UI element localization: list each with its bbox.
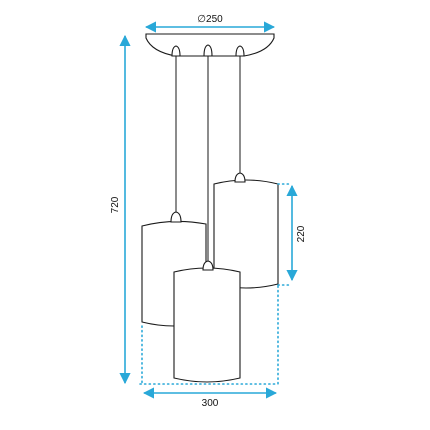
shade-center bbox=[173, 260, 241, 383]
ceiling-canopy bbox=[145, 33, 275, 57]
cord-mount-left bbox=[171, 45, 181, 57]
canopy-diameter-dimension: ∅250 bbox=[144, 14, 276, 33]
total-height-dimension: 720 bbox=[110, 34, 131, 385]
shade-right bbox=[213, 172, 279, 289]
cord-mount-center bbox=[203, 44, 213, 57]
total-height-label: 720 bbox=[110, 196, 121, 213]
shade-height-label: 220 bbox=[296, 225, 307, 242]
canopy-diameter-label: ∅250 bbox=[197, 14, 223, 25]
extension-lines bbox=[139, 285, 279, 385]
shade-height-dimension: 220 bbox=[277, 183, 307, 286]
cord-mount-right bbox=[235, 45, 245, 57]
total-width-dimension: 300 bbox=[142, 387, 278, 409]
total-width-label: 300 bbox=[202, 398, 219, 409]
